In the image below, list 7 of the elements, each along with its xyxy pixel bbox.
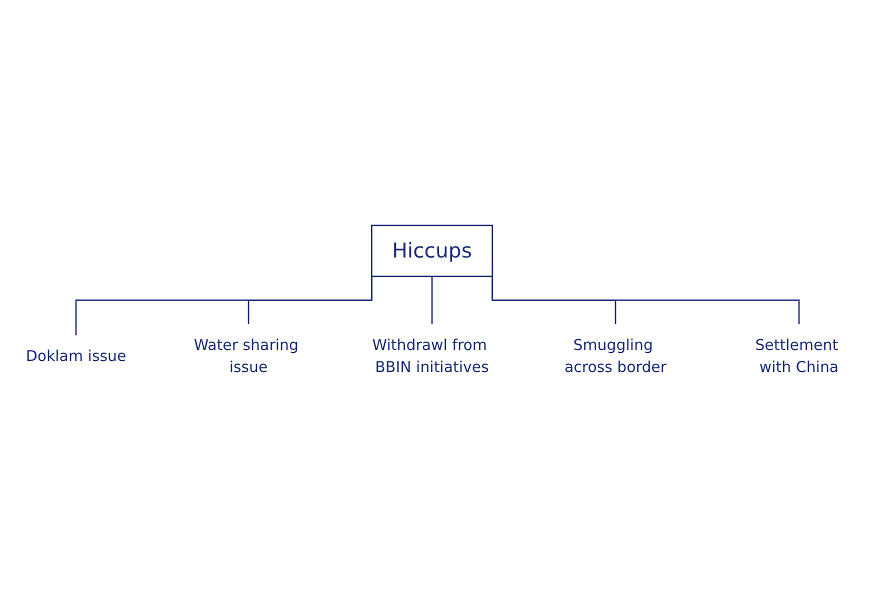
connector <box>431 276 433 324</box>
node-text: Water sharing issue <box>194 336 298 376</box>
node-text: Smuggling across border <box>564 336 667 376</box>
node-box: Hiccups <box>371 224 494 277</box>
node-text: Withdrawl from BBIN initiatives <box>372 336 489 376</box>
node-text: Settlement with China <box>755 336 839 376</box>
node-text: Doklam issue <box>26 348 126 365</box>
